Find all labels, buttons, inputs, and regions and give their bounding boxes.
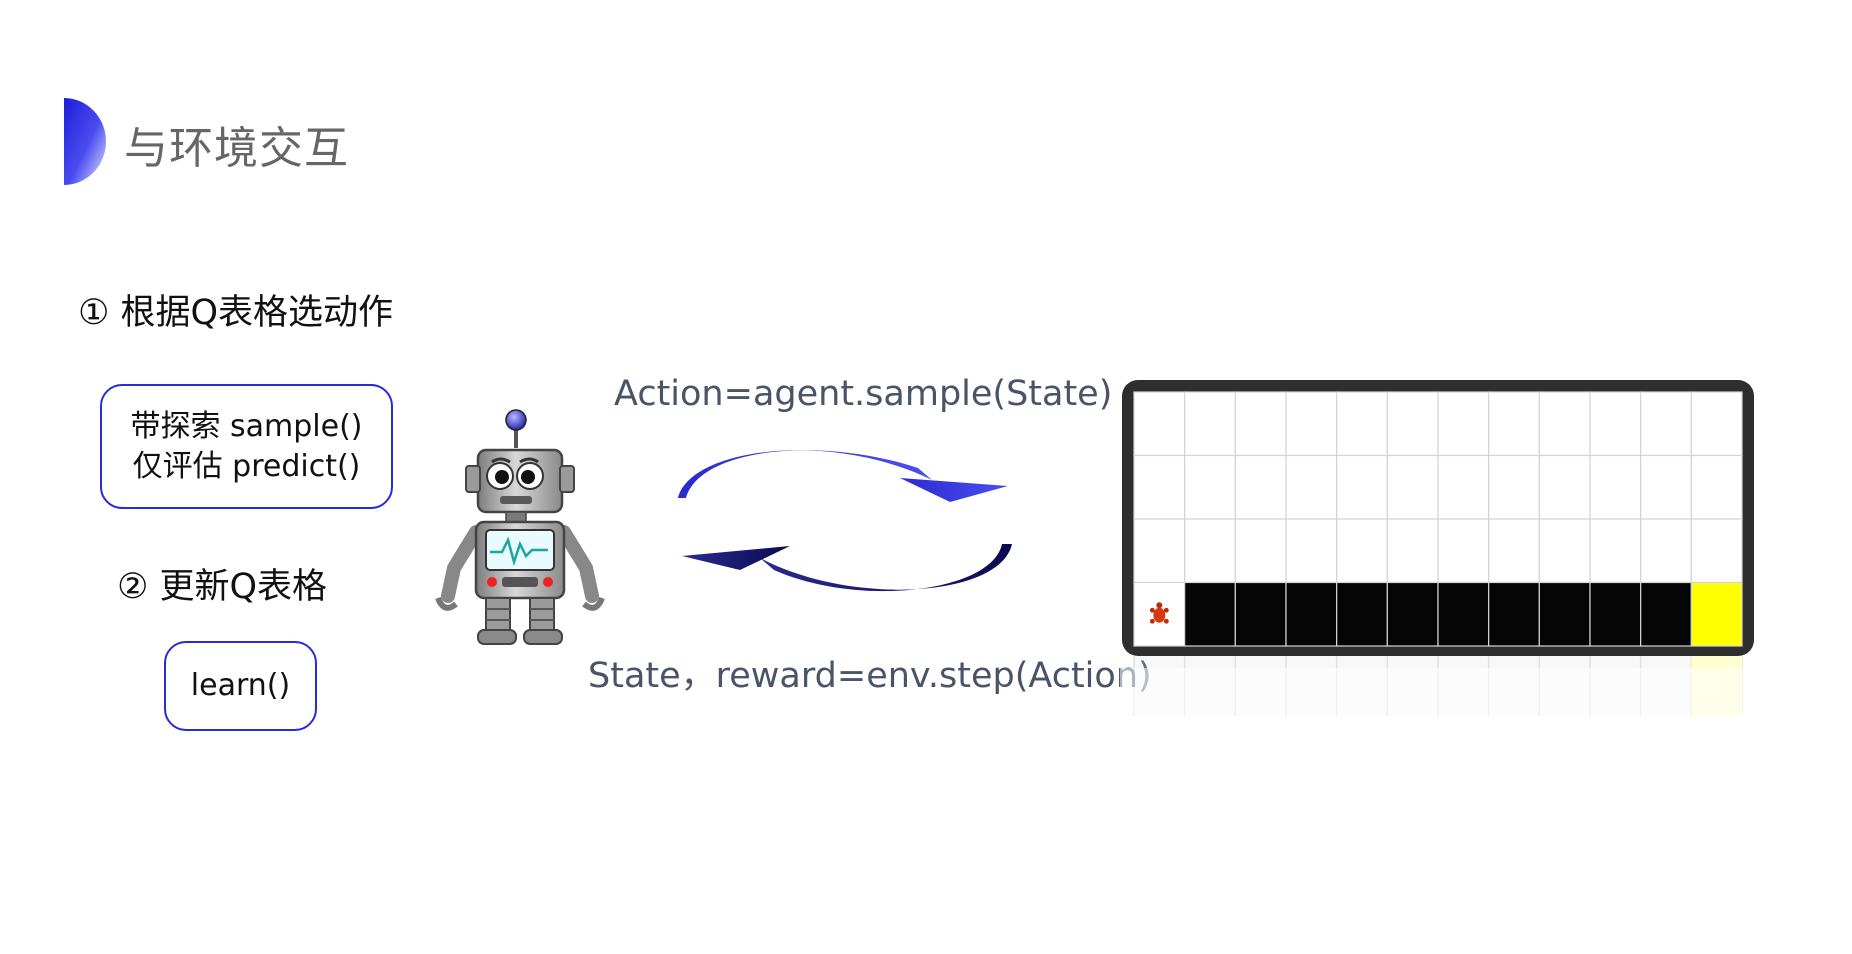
- grid-cell: [1386, 518, 1439, 584]
- grid-cell: [1184, 454, 1236, 520]
- grid-cell: [1285, 454, 1338, 520]
- cliff-cell: [1589, 581, 1642, 647]
- grid-cell: [1336, 391, 1388, 457]
- grid-cell: [1234, 391, 1287, 457]
- page-title: 与环境交互: [124, 123, 349, 174]
- title-accent-icon: [64, 98, 106, 185]
- interaction-cycle-arrows: [678, 450, 1012, 592]
- grid-cell: [1386, 391, 1439, 457]
- grid-cell: [1538, 518, 1591, 584]
- cliff-walking-environment: [1120, 380, 1756, 730]
- grid-cell: [1589, 391, 1642, 457]
- state-reward-formula: State，reward=env.step(Action): [588, 656, 1152, 696]
- arrow-to-environment-icon: [678, 450, 1008, 502]
- robot-agent-icon: [435, 409, 605, 645]
- cliff-cell: [1184, 581, 1236, 647]
- grid-cell: [1538, 391, 1591, 457]
- grid-cell: [1690, 518, 1743, 584]
- grid-cell: [1133, 391, 1186, 457]
- cliff-cell: [1386, 581, 1439, 647]
- cliff-cell: [1437, 581, 1490, 647]
- grid-cell: [1133, 518, 1186, 584]
- grid-cell: [1437, 391, 1490, 457]
- grid-cell: [1184, 518, 1236, 584]
- explore-method-label: 带探索 sample(): [130, 408, 363, 444]
- action-formula: Action=agent.sample(State): [614, 374, 1113, 414]
- grid-cell: [1184, 391, 1236, 457]
- grid-cell: [1285, 391, 1338, 457]
- grid-cell: [1437, 518, 1490, 584]
- grid-cell: [1538, 454, 1591, 520]
- grid-cell: [1386, 454, 1439, 520]
- grid-cell: [1234, 518, 1287, 584]
- grid-cell: [1640, 454, 1692, 520]
- grid-cell: [1589, 518, 1642, 584]
- evaluate-method-label: 仅评估 predict(): [132, 448, 361, 484]
- learn-method-box: learn(): [164, 641, 317, 731]
- grid-cell: [1285, 518, 1338, 584]
- grid-cell: [1690, 391, 1743, 457]
- grid-cell: [1640, 391, 1692, 457]
- grid-cell: [1690, 454, 1743, 520]
- grid-cell: [1589, 454, 1642, 520]
- grid-cell: [1640, 518, 1692, 584]
- grid-cell: [1437, 454, 1490, 520]
- cliff-cell: [1285, 581, 1338, 647]
- cliff-cell: [1488, 581, 1540, 647]
- step1-label: ① 根据Q表格选动作: [78, 293, 394, 333]
- grid-cell: [1336, 518, 1388, 584]
- explore-method-box: 带探索 sample() 仅评估 predict(): [100, 384, 393, 509]
- cliff-cell: [1234, 581, 1287, 647]
- turtle-icon: [1149, 602, 1169, 624]
- grid-cell: [1488, 454, 1540, 520]
- learn-method-label: learn(): [190, 668, 291, 703]
- arrow-to-agent-icon: [682, 544, 1012, 592]
- grid-cell: [1336, 454, 1388, 520]
- goal-cell: [1690, 581, 1743, 647]
- cliff-cell: [1640, 581, 1692, 647]
- grid-cell: [1234, 454, 1287, 520]
- grid-cell: [1488, 391, 1540, 457]
- grid-cell: [1133, 454, 1186, 520]
- step2-label: ② 更新Q表格: [117, 567, 328, 607]
- cliff-cell: [1538, 581, 1591, 647]
- grid-cell: [1488, 518, 1540, 584]
- cliff-cell: [1336, 581, 1388, 647]
